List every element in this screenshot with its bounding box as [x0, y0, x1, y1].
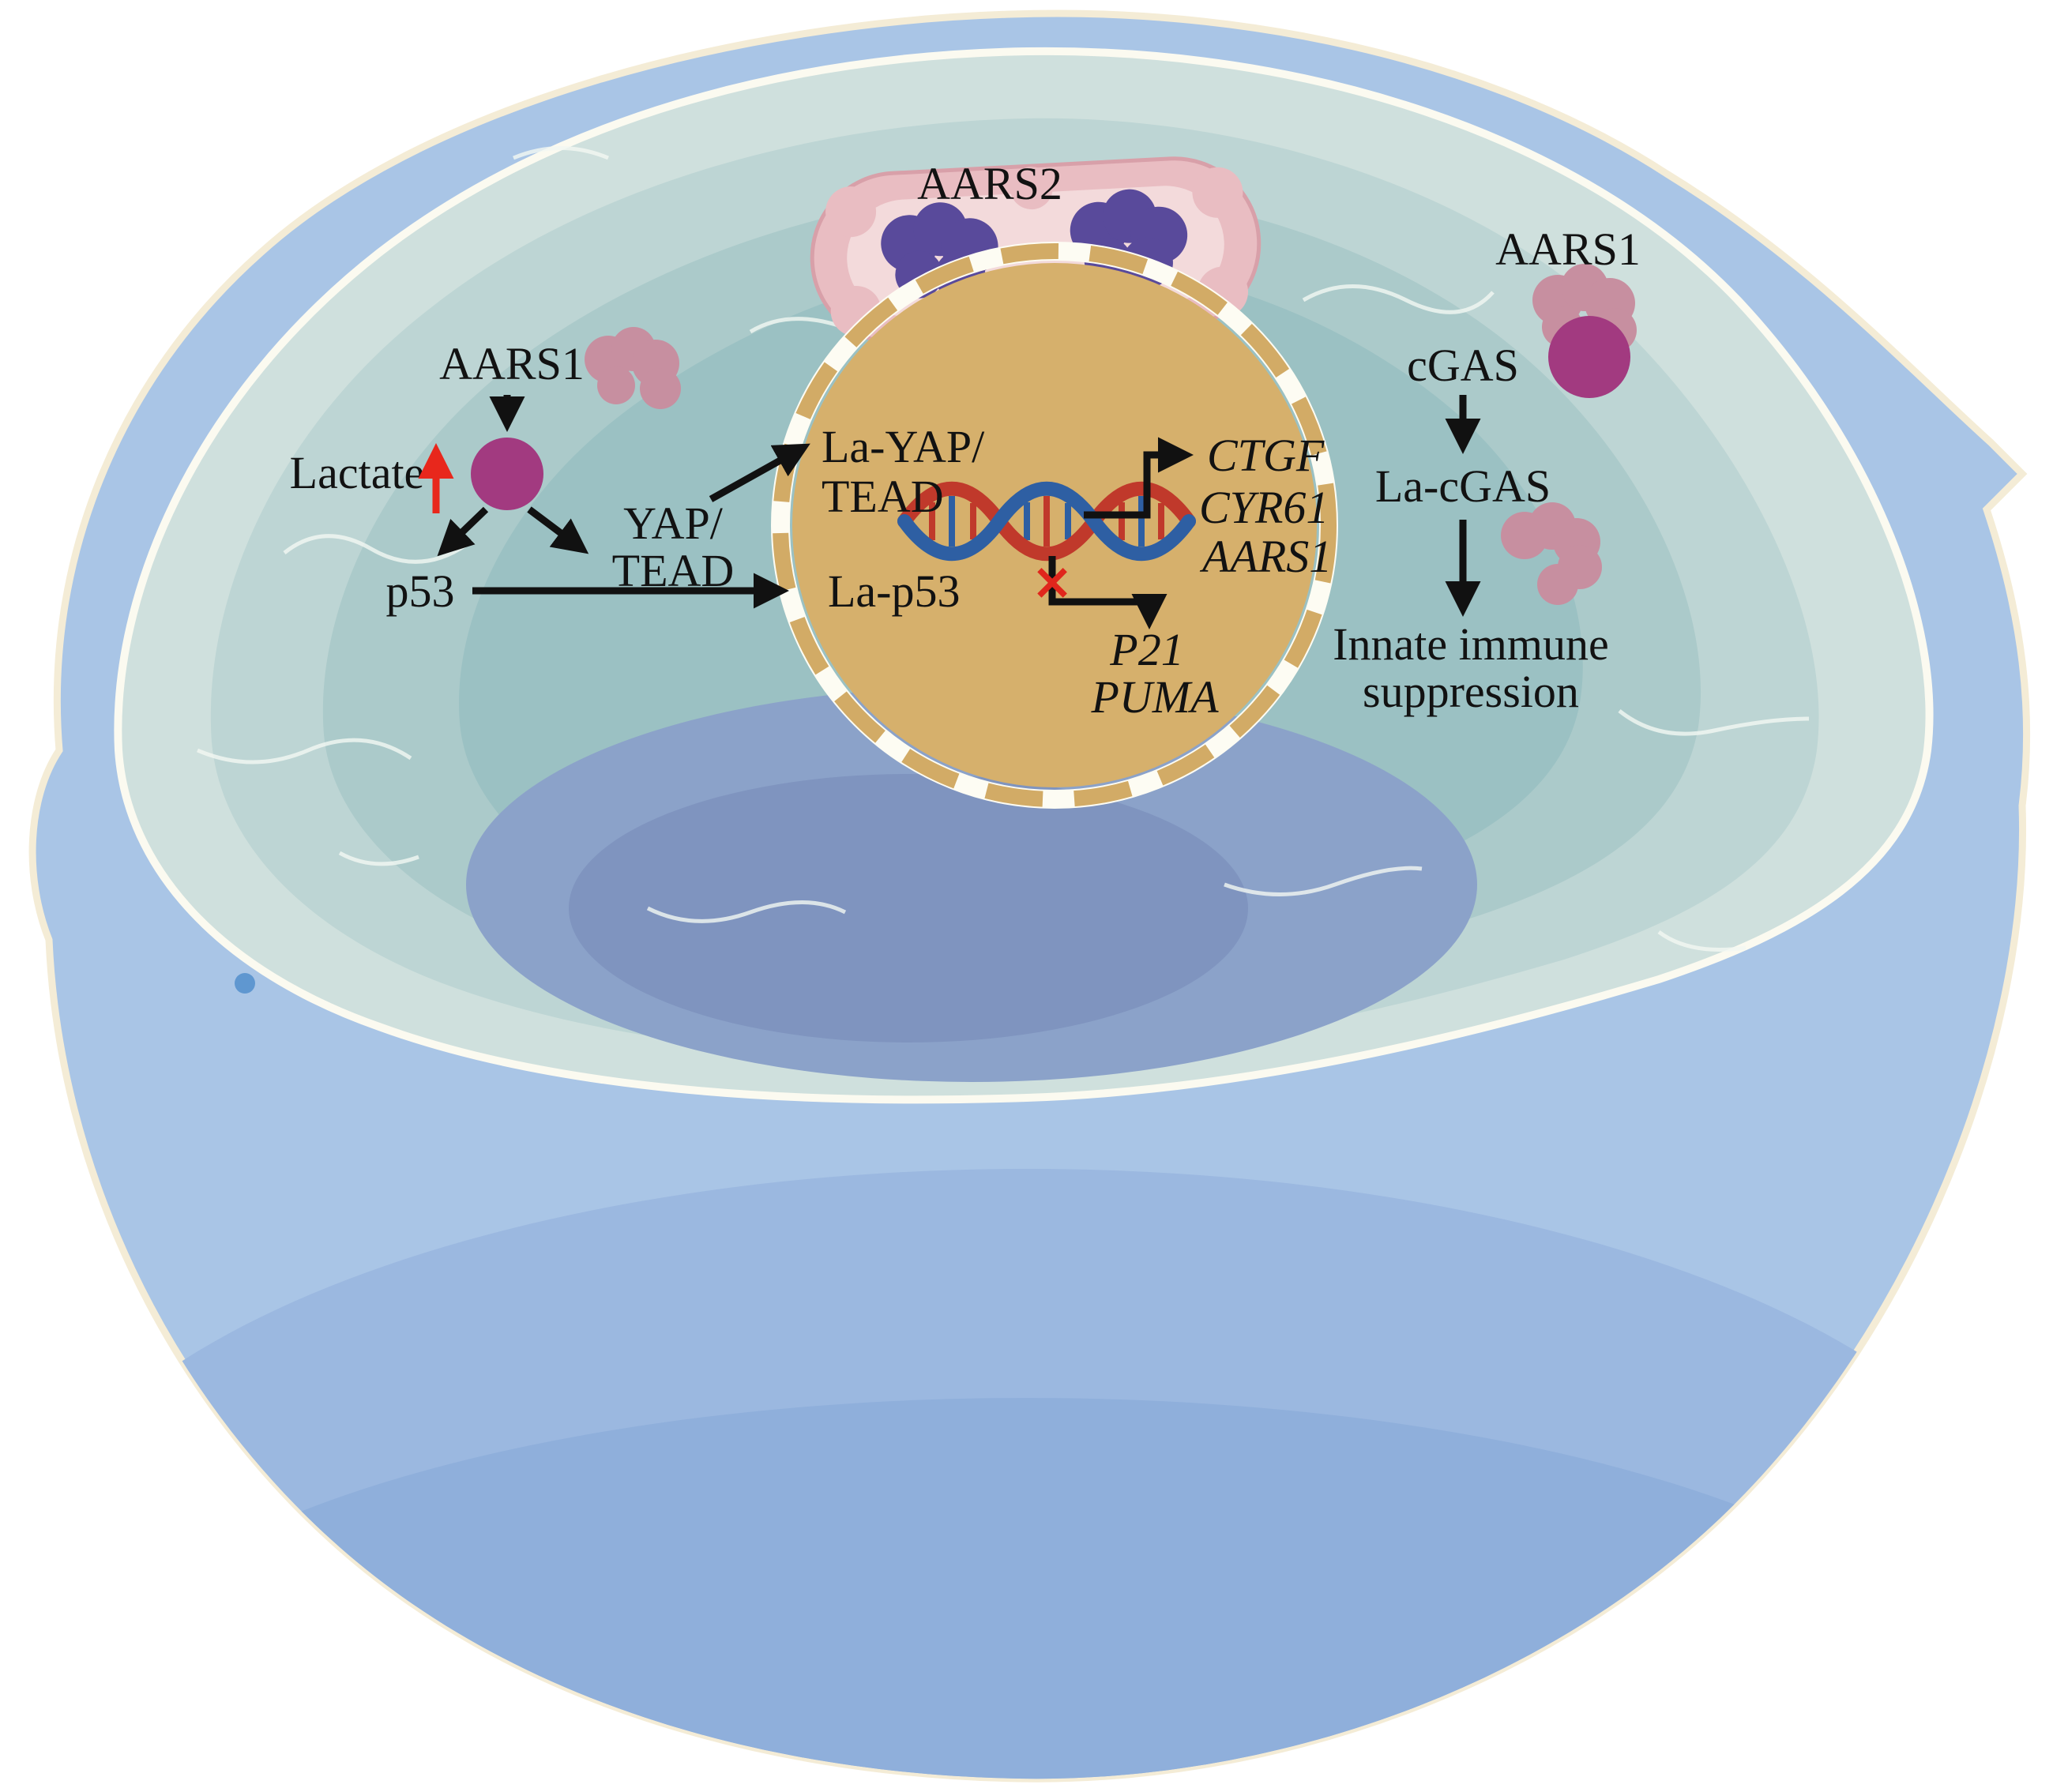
squiggle: [1618, 709, 1810, 736]
innate-immune-label-line1: Innate immune: [1333, 618, 1609, 670]
ctgf-gene-label: CTGF: [1207, 430, 1325, 481]
squiggle: [283, 534, 468, 564]
crista: [1010, 167, 1053, 210]
cytoplasm-squiggles: [197, 146, 1810, 952]
lactate-label: Lactate: [290, 447, 425, 498]
aars2-label: AARS2: [917, 158, 1062, 209]
innate-immune-label-line2: suppression: [1363, 666, 1579, 717]
arrow-lactyl-to-p53: [437, 506, 489, 557]
protein-lobe: [1537, 564, 1578, 605]
cyr61-gene-label: CYR61: [1199, 482, 1329, 533]
nucleus: [771, 242, 1338, 809]
p21-gene-label: P21: [1109, 624, 1183, 675]
protein-lobe: [597, 366, 635, 404]
la-cgas-label: La-cGAS: [1375, 460, 1551, 512]
inner-deep-blue-core: [569, 774, 1248, 1043]
squiggle: [338, 851, 419, 866]
cell-body: [28, 9, 2031, 1783]
squiggle: [646, 900, 847, 923]
bottom-shade-2: [63, 1398, 1991, 1779]
la-yap-tead-label-line1: La-YAP/: [822, 421, 985, 472]
yap-tead-label-line1: YAP/: [623, 498, 724, 549]
small-blue-dot: [235, 973, 255, 994]
crista: [825, 186, 877, 238]
block-x-mark: ×: [1031, 553, 1074, 611]
squiggle: [1302, 284, 1495, 314]
cgas-label: cGAS: [1407, 340, 1519, 391]
lactyl-circle-right: [1548, 316, 1630, 398]
pathway-left: AARS1 Lactate p53 YAP/ TEAD: [290, 327, 810, 617]
dna-strand-red: [897, 481, 1196, 562]
arrow-lactyl-to-yaptead: [527, 506, 589, 554]
pathway-right: AARS1 cGAS La-cGAS Innate immune suppres…: [1333, 224, 1641, 717]
aars1-protein-blob-left: [585, 327, 681, 409]
dna-strand-blue: [897, 481, 1196, 562]
transcription-start-arrow: [1084, 437, 1194, 519]
crista: [1192, 167, 1243, 218]
squiggle: [1657, 930, 1747, 952]
aars1-gene-label: AARS1: [1199, 531, 1332, 582]
nuclear-events: La-YAP/ TEAD La-p53 CTGF CYR61 AARS1 × P…: [822, 421, 1332, 723]
aars1-left-label: AARS1: [439, 338, 585, 389]
squiggle: [197, 738, 412, 765]
la-yap-tead-label-line2: TEAD: [822, 471, 944, 522]
squiggle: [513, 146, 609, 160]
nuclear-envelope-dashed: [773, 243, 1337, 807]
dna-helix: [897, 481, 1196, 562]
p53-label: p53: [386, 565, 455, 617]
nucleus-fill: [792, 263, 1317, 787]
dna-rungs: [929, 496, 1164, 547]
cgas-protein-blob: [1501, 502, 1602, 605]
cell-bottom-shading: [32, 1169, 2027, 1779]
squiggle: [1224, 866, 1423, 896]
aars1-right-label: AARS1: [1495, 224, 1641, 275]
lactyl-modification-circle: [471, 438, 543, 510]
puma-gene-label: PUMA: [1090, 671, 1219, 723]
protein-lobe: [640, 368, 681, 409]
la-p53-label: La-p53: [828, 565, 961, 617]
arrow-yaptead-to-layap: [709, 443, 810, 502]
blocked-transcription-arrow: [1048, 556, 1168, 629]
